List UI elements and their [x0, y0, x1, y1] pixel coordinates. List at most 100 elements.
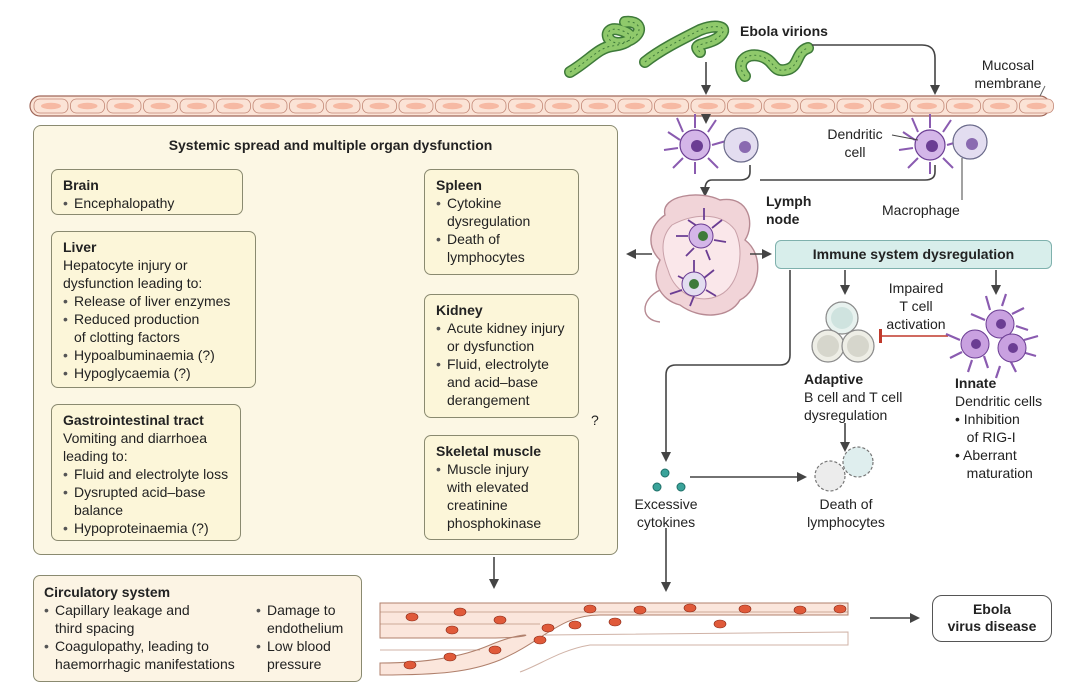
- liver-item: of clotting factors: [74, 329, 180, 345]
- kidney-item: and acid–base: [447, 374, 539, 390]
- adaptive-line: dysregulation: [804, 407, 888, 423]
- membrane-label-line: membrane: [974, 75, 1042, 91]
- cytokines-line: cytokines: [636, 514, 696, 530]
- cytokine-dots: [652, 468, 686, 492]
- uncertain-link-mark: ?: [591, 412, 599, 428]
- red-blood-cell: [403, 660, 417, 670]
- gi-item: Fluid and electrolyte loss: [63, 465, 232, 483]
- membrane-cell-nucleus: [187, 102, 207, 110]
- circulatory-item: Low blood: [256, 637, 356, 655]
- circulatory-item: haemorrhagic manifestations: [55, 656, 235, 672]
- membrane-cell-nucleus: [588, 102, 609, 110]
- red-blood-cell: [633, 605, 647, 615]
- gi-intro: leading to:: [63, 448, 128, 464]
- membrane-cell-nucleus: [661, 102, 682, 110]
- mucosal-membrane: [29, 95, 1054, 117]
- membrane-cell-nucleus: [807, 102, 828, 110]
- adaptive-cells: [811, 301, 875, 363]
- dendritic-label-line: Dendritic: [827, 126, 883, 142]
- gi-intro: Vomiting and diarrhoea: [63, 430, 207, 446]
- circulatory-item: endothelium: [267, 620, 344, 636]
- death-line: lymphocytes: [807, 514, 885, 530]
- red-blood-cell: [683, 603, 697, 613]
- immune-arrows: [489, 270, 1001, 623]
- red-blood-cell: [738, 604, 752, 614]
- dendritic-label-line: cell: [844, 144, 866, 160]
- kidney-title: Kidney: [436, 302, 483, 318]
- membrane-cell-nucleus: [150, 102, 171, 110]
- membrane-cell-nucleus: [296, 102, 317, 110]
- kidney-item: Fluid, electrolyte: [436, 355, 570, 373]
- adaptive-line: B cell and T cell: [804, 389, 903, 405]
- circulatory-item: Capillary leakage and: [44, 601, 259, 619]
- adaptive-title: Adaptive: [804, 371, 864, 387]
- macrophage-1: [723, 127, 759, 163]
- blood-vessel: [379, 602, 849, 676]
- red-blood-cell: [443, 652, 457, 662]
- muscle-title: Skeletal muscle: [436, 443, 542, 459]
- red-blood-cell: [488, 645, 502, 655]
- ebola-virions-label: Ebola virions: [740, 23, 828, 39]
- membrane-cell-nucleus: [333, 102, 353, 110]
- circulatory-item: Coagulopathy, leading to: [44, 637, 259, 655]
- membrane-cell-nucleus: [880, 102, 901, 110]
- impaired-label-line: Impaired: [888, 280, 944, 296]
- membrane-cell-nucleus: [260, 102, 280, 110]
- membrane-cell-nucleus: [515, 102, 536, 110]
- spleen-title: Spleen: [436, 177, 482, 193]
- ebola-virus-disease-box: Ebola virus disease: [932, 595, 1052, 642]
- adaptive-label: Adaptive B cell and T cell dysregulation: [804, 370, 902, 424]
- impaired-activation-label: Impaired T cell activation: [876, 279, 956, 333]
- circulatory-item: pressure: [267, 656, 322, 672]
- red-blood-cell: [793, 605, 807, 615]
- liver-item: Release of liver enzymes: [63, 292, 247, 310]
- gi-title: Gastrointestinal tract: [63, 412, 204, 428]
- gi-box: Gastrointestinal tract Vomiting and diar…: [51, 404, 241, 541]
- membrane-cell-nucleus: [223, 102, 244, 110]
- red-blood-cell: [833, 604, 847, 614]
- muscle-item: with elevated: [447, 479, 529, 495]
- kidney-item: derangement: [447, 392, 530, 408]
- red-blood-cell: [445, 625, 459, 635]
- death-of-lymphocytes-label: Death of lymphocytes: [796, 495, 896, 531]
- liver-item: Hypoalbuminaemia (?): [63, 346, 247, 364]
- kidney-item: Acute kidney injury: [436, 319, 570, 337]
- impaired-label-line: activation: [886, 316, 946, 332]
- gi-item: balance: [74, 502, 124, 518]
- lymph-label-line: Lymph: [766, 193, 812, 209]
- innate-label: Innate Dendritic cells • Inhibition of R…: [955, 374, 1042, 482]
- liver-title: Liver: [63, 239, 97, 255]
- membrane-cell-nucleus: [698, 102, 718, 110]
- lymph-node: [644, 194, 759, 323]
- liver-item: Hypoglycaemia (?): [63, 364, 247, 382]
- spleen-item: dysregulation: [447, 213, 531, 229]
- membrane-cell-nucleus: [552, 102, 572, 110]
- outcome-line: Ebola: [972, 601, 1012, 617]
- membrane-cell-nucleus: [734, 102, 755, 110]
- cytokines-line: Excessive: [634, 496, 698, 512]
- membrane-cell-nucleus: [844, 102, 864, 110]
- panel-title: Systemic spread and multiple organ dysfu…: [168, 137, 493, 153]
- membrane-cell-nucleus: [917, 102, 937, 110]
- red-blood-cell: [541, 623, 555, 633]
- lymph-node-label: Lymph node: [766, 192, 811, 228]
- outcome-line: virus disease: [947, 618, 1037, 634]
- brain-item: Encephalopathy: [63, 194, 234, 212]
- brain-title: Brain: [63, 177, 99, 193]
- innate-item: of RIG-I: [966, 429, 1016, 445]
- membrane-cells: [33, 98, 1054, 114]
- red-blood-cell: [493, 615, 507, 625]
- macrophage-2: [952, 124, 988, 160]
- membrane-cell-nucleus: [41, 102, 61, 110]
- dendritic-cell-1: [663, 114, 727, 174]
- membrane-label-line: Mucosal: [981, 57, 1035, 73]
- spleen-box: Spleen Cytokine dysregulation Death of l…: [424, 169, 579, 275]
- spleen-item: Cytokine: [436, 194, 570, 212]
- membrane-cell-nucleus: [369, 102, 390, 110]
- red-blood-cell: [568, 620, 582, 630]
- virion-entry-arrows: [701, 44, 1046, 124]
- lymph-label-line: node: [766, 211, 800, 227]
- circulatory-title: Circulatory system: [44, 584, 171, 600]
- membrane-cell-nucleus: [990, 102, 1010, 110]
- kidney-item: or dysfunction: [447, 338, 535, 354]
